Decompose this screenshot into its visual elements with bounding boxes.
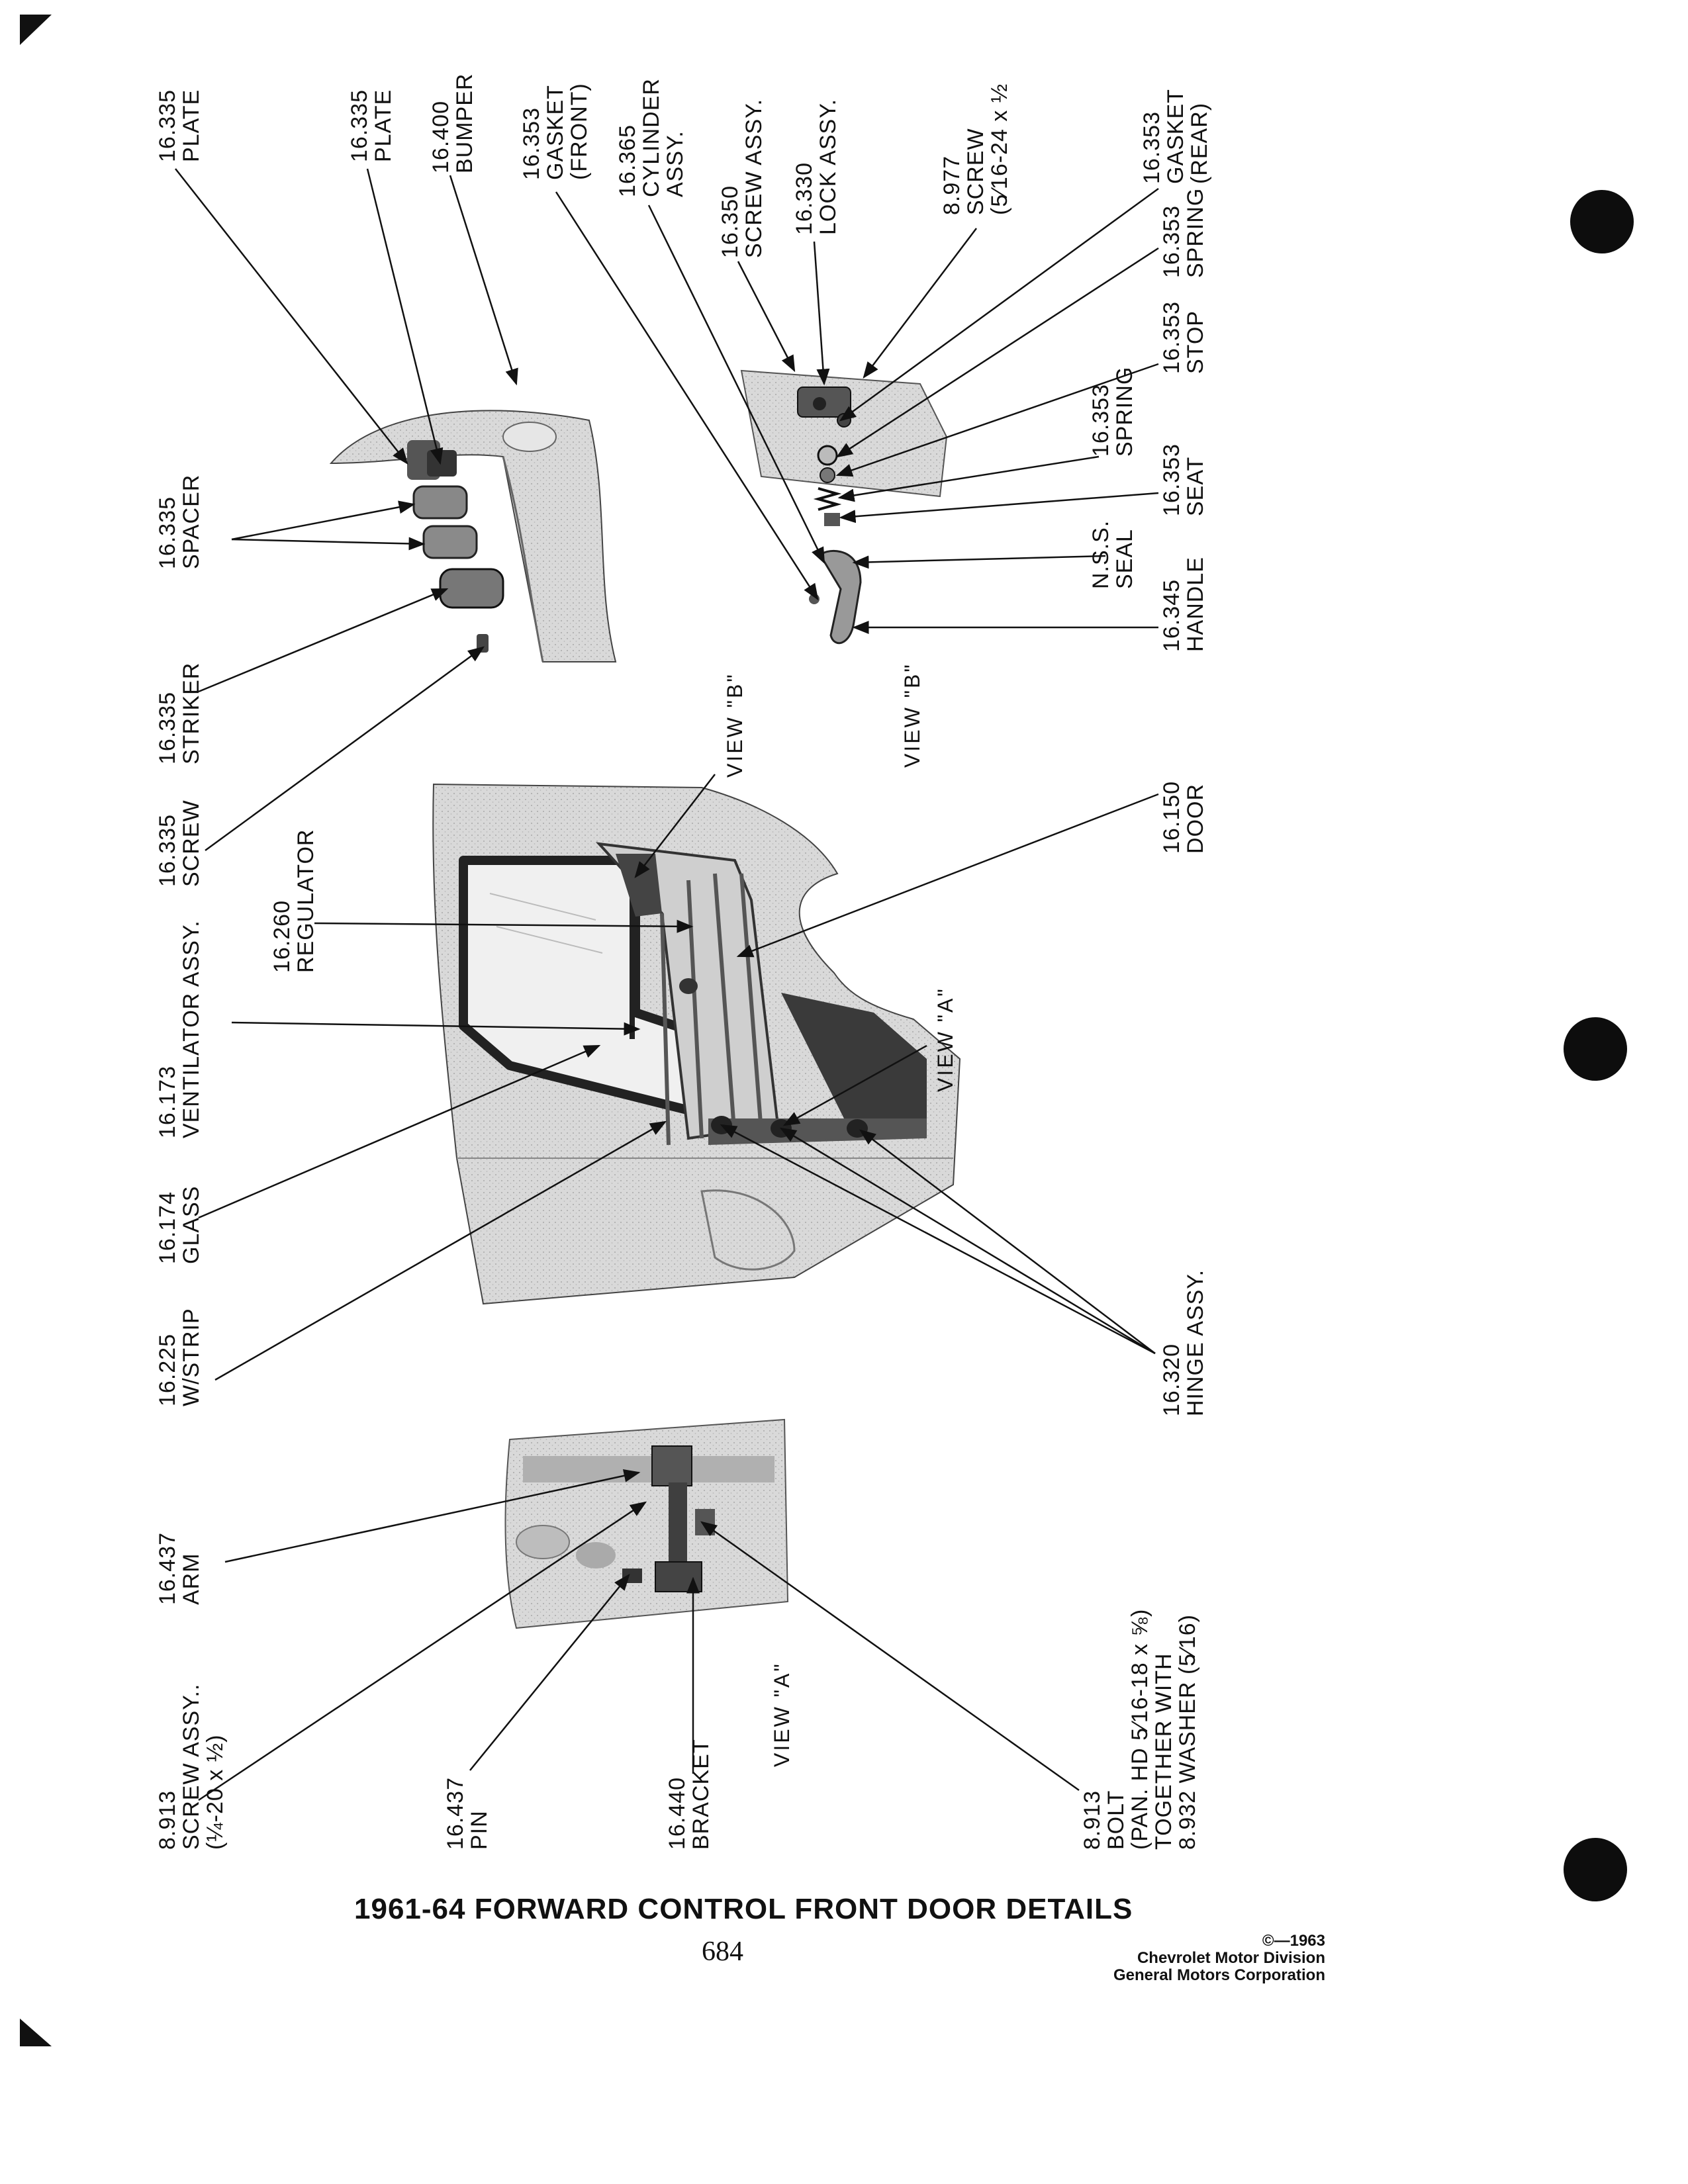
corporation-line: General Motors Corporation xyxy=(1113,1966,1325,1984)
striker-pillar-illustration xyxy=(329,410,617,662)
hinge-stop-illustration xyxy=(504,1418,789,1629)
copyright-block: ©—1963 Chevrolet Motor Division General … xyxy=(1113,1933,1325,1984)
corner-mark-bottom xyxy=(20,2019,52,2046)
copyright-line: ©—1963 xyxy=(1262,1932,1325,1950)
page-title: 1961-64 FORWARD CONTROL FRONT DOOR DETAI… xyxy=(354,1893,1133,1925)
lock-handle-illustration xyxy=(740,369,948,645)
view-a-label-door: VIEW "A" xyxy=(933,987,957,1092)
page-number: 684 xyxy=(702,1936,743,1967)
view-b-label-lower: VIEW "B" xyxy=(900,662,924,768)
punch-hole-top xyxy=(1570,190,1634,253)
door-illustration xyxy=(432,783,961,1305)
view-a-label-hinge: VIEW "A" xyxy=(770,1662,794,1767)
punch-hole-middle xyxy=(1564,1017,1627,1081)
corner-mark-top xyxy=(20,15,52,45)
publisher-line: Chevrolet Motor Division xyxy=(1137,1949,1325,1967)
leader-lines xyxy=(175,168,1159,1801)
view-b-label-upper: VIEW "B" xyxy=(723,672,747,778)
punch-hole-bottom xyxy=(1564,1838,1627,1901)
callout-seal: N.S.S.SEAL xyxy=(1088,520,1137,589)
